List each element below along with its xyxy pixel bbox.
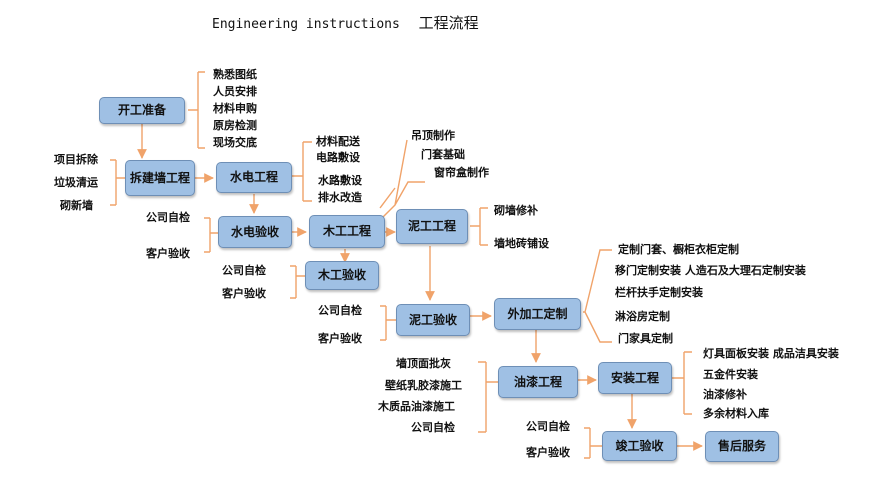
label-anzhuang-item: 多余材料入库 xyxy=(703,407,769,420)
title-english: Engineering instructions xyxy=(212,17,400,32)
label-nigong-item: 墙地砖铺设 xyxy=(494,237,549,250)
label-chaijian-item: 砌新墙 xyxy=(60,199,93,212)
node-chaijian: 拆建墙工程 xyxy=(125,160,195,196)
node-shuidian: 水电工程 xyxy=(216,162,292,193)
node-waijia: 外加工定制 xyxy=(494,298,581,330)
node-anzhuang: 安装工程 xyxy=(598,362,672,394)
label-inspect-client: 客户验收 xyxy=(222,287,266,300)
label-kaigong-item: 熟悉图纸 xyxy=(213,68,257,81)
label-kaigong-item: 现场交底 xyxy=(213,136,257,149)
label-inspect-client: 客户验收 xyxy=(526,446,570,459)
label-shuidian-item: 材料配送 xyxy=(316,135,360,148)
node-nigong: 泥工工程 xyxy=(396,209,468,244)
node-mugong-yanshou: 木工验收 xyxy=(305,261,379,290)
label-nigong-item: 砌墙修补 xyxy=(494,204,538,217)
node-shouhou: 售后服务 xyxy=(705,431,779,462)
label-inspect-self: 公司自检 xyxy=(526,420,570,433)
label-youqi-item: 壁纸乳胶漆施工 xyxy=(385,379,462,392)
diagram-title: Engineering instructions 工程流程 xyxy=(212,12,479,33)
label-kaigong-item: 材料申购 xyxy=(213,102,257,115)
label-inspect-self: 公司自检 xyxy=(146,211,190,224)
label-chaijian-item: 垃圾清运 xyxy=(54,176,98,189)
label-chaijian-item: 项目拆除 xyxy=(54,153,98,166)
label-anzhuang-item: 油漆修补 xyxy=(703,388,747,401)
label-waijia-item: 门家具定制 xyxy=(618,332,673,345)
label-mugong-item: 窗帘盒制作 xyxy=(434,166,489,179)
node-kaigong: 开工准备 xyxy=(99,97,185,124)
label-youqi-item: 公司自检 xyxy=(411,421,455,434)
label-inspect-self: 公司自检 xyxy=(318,304,362,317)
label-waijia-item: 淋浴房定制 xyxy=(615,310,670,323)
node-shuidian-yanshou: 水电验收 xyxy=(218,216,292,248)
label-inspect-client: 客户验收 xyxy=(146,247,190,260)
label-youqi-item: 木质品油漆施工 xyxy=(378,400,455,413)
label-inspect-self: 公司自检 xyxy=(222,264,266,277)
label-inspect-client: 客户验收 xyxy=(318,332,362,345)
node-youqi: 油漆工程 xyxy=(498,366,578,398)
label-shuidian-item: 排水改造 xyxy=(318,191,362,204)
label-anzhuang-item: 五金件安装 xyxy=(703,368,758,381)
label-anzhuang-item: 灯具面板安装 成品洁具安装 xyxy=(703,347,839,360)
node-mugong: 木工工程 xyxy=(309,215,385,248)
label-waijia-item: 栏杆扶手定制安装 xyxy=(615,286,703,299)
label-mugong-item: 门套基础 xyxy=(421,148,465,161)
node-jungong: 竣工验收 xyxy=(602,431,677,461)
label-mugong-item: 吊顶制作 xyxy=(411,129,455,142)
label-waijia-item: 定制门套、橱柜衣柜定制 xyxy=(618,243,739,256)
label-youqi-item: 墙顶面批灰 xyxy=(396,357,451,370)
label-kaigong-item: 原房检测 xyxy=(213,119,257,132)
label-shuidian-item: 电路敷设 xyxy=(316,151,360,164)
title-chinese: 工程流程 xyxy=(418,14,479,32)
label-kaigong-item: 人员安排 xyxy=(213,85,257,98)
node-nigong-yanshou: 泥工验收 xyxy=(396,304,470,336)
label-waijia-item: 移门定制安装 人造石及大理石定制安装 xyxy=(615,264,806,277)
label-shuidian-item: 水路敷设 xyxy=(318,174,362,187)
